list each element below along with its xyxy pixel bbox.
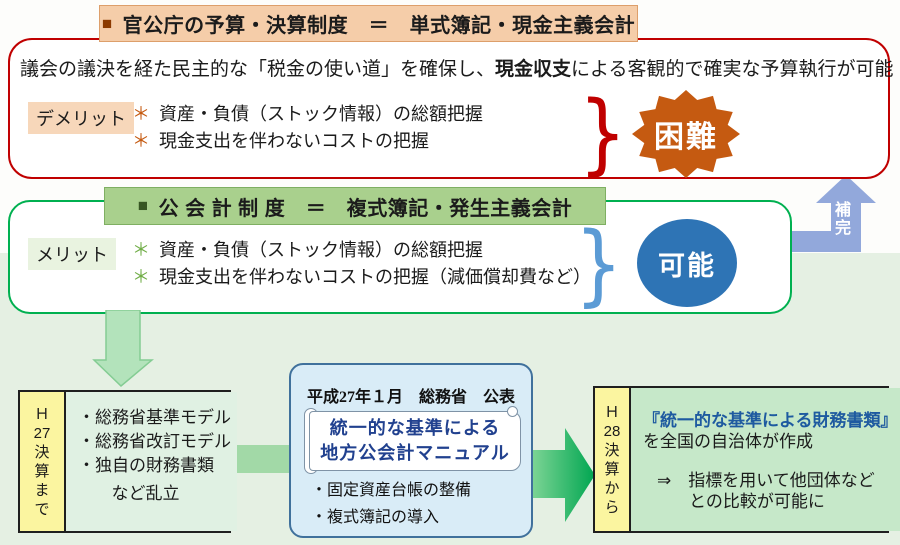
announcement-item: ・固定資産台帳の整備 — [311, 482, 472, 499]
manual-scroll-banner: 統一的な基準による 地方公会計マニュアル — [309, 411, 521, 471]
announcement-box: 平成27年１月 総務省 公表 統一的な基準による 地方公会計マニュアル ・固定資… — [289, 363, 533, 538]
government-accounting-box — [8, 38, 890, 179]
difficult-badge: 困難 — [654, 121, 718, 154]
complement-arrow — [790, 175, 876, 252]
square-bullet-icon: ■ — [137, 196, 149, 215]
h28-content: 『統一的な基準による財務書類』 を全国の自治体が作成 ⇒ 指標を用いて他団体など… — [631, 388, 900, 531]
h27-tab: Ｈ 27 決 算 ま で — [20, 392, 66, 531]
possible-badge: 可能 — [637, 219, 737, 307]
starburst-icon — [632, 90, 740, 178]
h28-box: Ｈ 28 決 算 か ら 『統一的な基準による財務書類』 を全国の自治体が作成 … — [593, 386, 900, 533]
down-arrow — [92, 310, 154, 387]
government-accounting-description: 議会の議決を経た民主的な「税金の使い道」を確保し、現金収支による客観的で確実な予… — [20, 54, 893, 81]
description-pre: 議会の議決を経た民主的な「税金の使い道」を確保し、 — [20, 59, 496, 80]
demerit-item: ＊資産・負債（ストック情報）の総額把握 — [132, 104, 483, 124]
model-item: ・総務省改訂モデル — [78, 432, 231, 451]
asterisk-icon: ＊ — [132, 240, 150, 260]
comparison-line: ⇒ 指標を用いて他団体など — [657, 471, 875, 490]
model-item: ・総務省基準モデル — [78, 408, 231, 427]
government-accounting-title-bar: ■ 官公庁の予算・決算制度 ＝ 単式簿記・現金主義会計 — [99, 5, 638, 42]
public-accounting-title-bar: ■ 公 会 計 制 度 ＝ 複式簿記・発生主義会計 — [104, 187, 606, 225]
square-bullet-icon: ■ — [101, 13, 113, 33]
brace-icon: } — [578, 81, 627, 185]
merit-item: ＊資産・負債（ストック情報）の総額把握 — [132, 240, 483, 260]
h27-box: Ｈ 27 決 算 ま で ・総務省基準モデル ・総務省改訂モデル ・独自の財務書… — [18, 390, 237, 533]
asterisk-icon: ＊ — [132, 267, 150, 287]
complement-arrow-label: 補完 — [832, 201, 849, 237]
h27-content: ・総務省基準モデル ・総務省改訂モデル ・独自の財務書類 など乱立 — [66, 392, 237, 531]
announcement-items: ・固定資産台帳の整備 ・複式簿記の導入 — [311, 477, 471, 531]
unified-standards-headline: 『統一的な基準による財務書類』 — [643, 411, 898, 430]
model-item: ・独自の財務書類 — [78, 456, 214, 475]
disorder-note: など乱立 — [111, 484, 180, 503]
comparison-line: との比較が可能に — [689, 492, 825, 511]
announcement-item: ・複式簿記の導入 — [311, 509, 440, 526]
scroll-curl-icon — [507, 406, 518, 417]
demerit-list: ＊資産・負債（ストック情報）の総額把握 ＊現金支出を伴わないコストの把握 — [132, 101, 483, 155]
asterisk-icon: ＊ — [132, 131, 150, 151]
left-to-center-connector — [228, 445, 294, 473]
description-post: による客観的で確実な予算執行が可能 — [571, 59, 894, 80]
unified-standards-subline: を全国の自治体が作成 — [643, 432, 813, 451]
right-arrow — [531, 428, 595, 522]
merit-list: ＊資産・負債（ストック情報）の総額把握 ＊現金支出を伴わないコストの把握（減価償… — [132, 237, 591, 291]
asterisk-icon: ＊ — [132, 104, 150, 124]
government-accounting-title: 官公庁の予算・決算制度 ＝ 単式簿記・現金主義会計 — [122, 15, 636, 37]
demerit-item: ＊現金支出を伴わないコストの把握 — [132, 131, 429, 151]
description-bold: 現金収支 — [495, 59, 572, 80]
h28-tab: Ｈ 28 決 算 か ら — [595, 388, 631, 531]
announcement-header: 平成27年１月 総務省 公表 — [306, 389, 515, 406]
public-accounting-title: 公 会 計 制 度 ＝ 複式簿記・発生主義会計 — [158, 197, 573, 220]
merit-item: ＊現金支出を伴わないコストの把握（減価償却費など） — [132, 267, 591, 287]
demerit-label: デメリット — [28, 102, 134, 134]
brace-icon: } — [574, 212, 623, 316]
merit-label: メリット — [28, 238, 116, 270]
